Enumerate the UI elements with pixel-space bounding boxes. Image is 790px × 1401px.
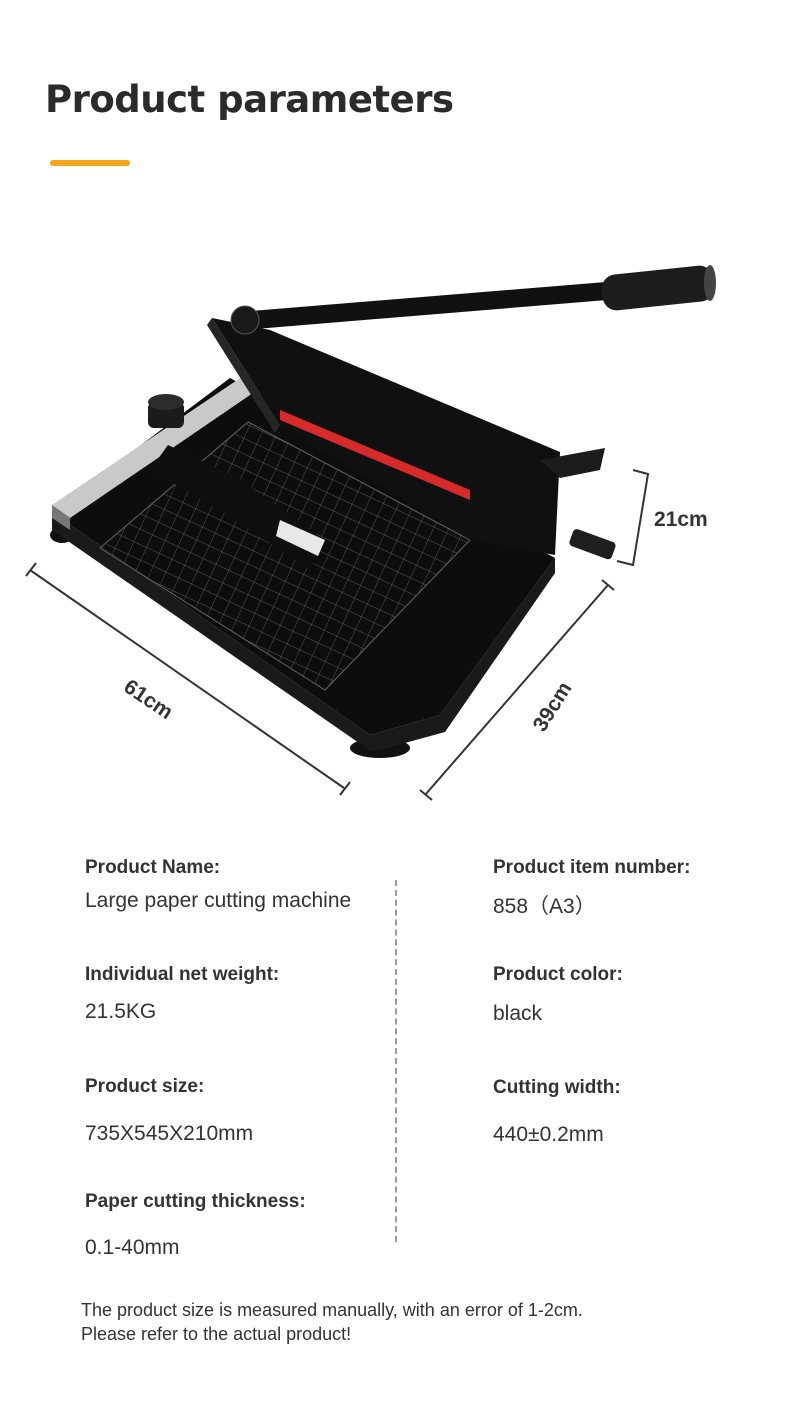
dimension-lines [25, 469, 650, 801]
cutting-width-label: Cutting width: [493, 1077, 621, 1098]
product-size-label: Product size: [85, 1076, 205, 1097]
net-weight-label: Individual net weight: [85, 964, 280, 985]
title-accent-bar [50, 160, 130, 166]
product-name-value: Large paper cutting machine [85, 889, 352, 912]
dimension-height-label: 21cm [654, 508, 708, 531]
measurement-note-line1: The product size is measured manually, w… [81, 1300, 583, 1320]
net-weight-value: 21.5KG [85, 1000, 157, 1023]
product-name-label: Product Name: [85, 857, 221, 878]
dimension-length-label: 61cm [120, 675, 177, 724]
page-title: Product parameters [45, 78, 454, 121]
product-size-value: 735X545X210mm [85, 1122, 254, 1145]
column-divider [395, 880, 397, 1242]
cutting-thickness-value: 0.1-40mm [85, 1236, 180, 1259]
cutting-width-value: 440±0.2mm [493, 1123, 604, 1146]
dimension-width-label: 39cm [529, 678, 577, 736]
item-number-label: Product item number: [493, 857, 691, 878]
product-illustration: 61cm 39cm 21cm [25, 265, 716, 801]
paper-cutter-image [50, 265, 716, 758]
product-color-label: Product color: [493, 964, 623, 985]
product-color-value: black [493, 1002, 543, 1025]
measurement-note: The product size is measured manually, w… [81, 1298, 721, 1346]
item-number-value: 858（A3） [493, 895, 596, 918]
cutting-thickness-label: Paper cutting thickness: [85, 1191, 306, 1212]
measurement-note-line2: Please refer to the actual product! [81, 1324, 352, 1344]
